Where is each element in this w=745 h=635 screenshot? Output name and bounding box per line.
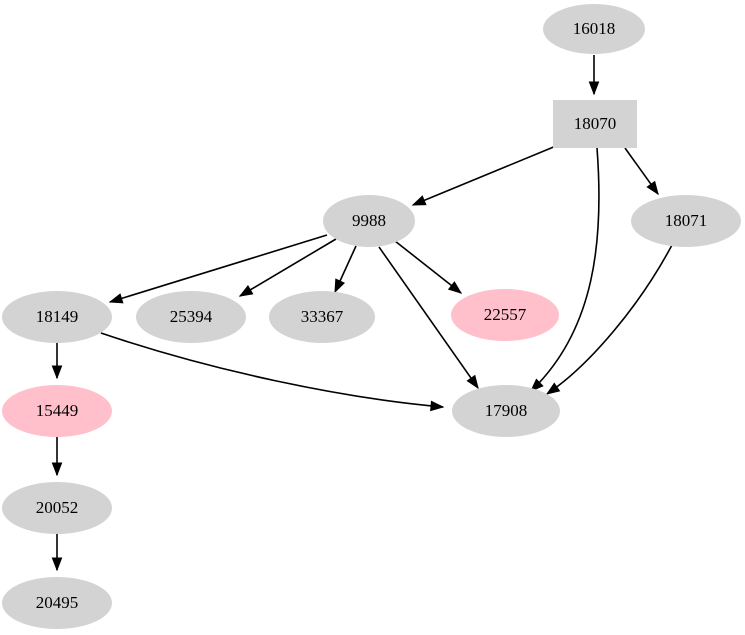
graph-node-33367[interactable]: 33367 <box>269 291 375 343</box>
edge-line <box>530 147 600 392</box>
edge-line <box>109 234 328 303</box>
edge-arrowhead-icon <box>466 374 479 390</box>
node-box-shape[interactable] <box>553 100 637 148</box>
node-ellipse-shape[interactable] <box>269 291 375 343</box>
edge-arrowhead-icon <box>545 382 561 395</box>
node-ellipse-shape[interactable] <box>323 195 415 247</box>
edge-line <box>546 244 673 395</box>
graph-edge <box>588 55 600 96</box>
graph-edge <box>624 147 659 196</box>
edge-arrowhead-icon <box>646 180 659 196</box>
edge-line <box>239 238 337 297</box>
graph-edge <box>394 240 463 294</box>
edge-arrowhead-icon <box>51 557 63 572</box>
edge-arrowhead-icon <box>411 195 427 206</box>
edge-arrowhead-icon <box>430 400 445 412</box>
graph-node-15449[interactable]: 15449 <box>2 385 112 437</box>
graph-node-20495[interactable]: 20495 <box>2 577 112 629</box>
node-ellipse-shape[interactable] <box>543 4 645 54</box>
graph-edge <box>545 244 673 395</box>
graph-node-18149[interactable]: 18149 <box>2 291 112 343</box>
graph-node-18070[interactable]: 18070 <box>553 100 637 148</box>
node-ellipse-shape[interactable] <box>451 289 559 341</box>
edge-arrowhead-icon <box>334 278 346 294</box>
node-ellipse-shape[interactable] <box>631 195 741 247</box>
graph-edge <box>108 234 328 304</box>
edge-arrowhead-icon <box>447 281 463 294</box>
node-ellipse-shape[interactable] <box>136 291 246 343</box>
edge-arrowhead-icon <box>588 81 600 96</box>
graph-edge <box>411 145 557 206</box>
graph-node-20052[interactable]: 20052 <box>2 482 112 534</box>
graph-node-22557[interactable]: 22557 <box>451 289 559 341</box>
graph-edge <box>51 437 63 477</box>
graph-edge <box>334 245 357 294</box>
edge-line <box>394 240 462 294</box>
node-ellipse-shape[interactable] <box>452 385 560 437</box>
edge-arrowhead-icon <box>108 293 124 304</box>
edge-arrowhead-icon <box>51 462 63 477</box>
graph-node-9988[interactable]: 9988 <box>323 195 415 247</box>
graph-edge <box>238 238 337 297</box>
node-ellipse-shape[interactable] <box>2 482 112 534</box>
node-ellipse-shape[interactable] <box>2 577 112 629</box>
edge-line <box>378 246 479 389</box>
node-ellipse-shape[interactable] <box>2 385 112 437</box>
graph-edge <box>378 246 479 390</box>
graph-edge <box>100 332 445 412</box>
graph-edge <box>51 534 63 572</box>
graph-edge <box>529 147 600 392</box>
edge-line <box>412 145 557 206</box>
edge-arrowhead-icon <box>238 285 254 297</box>
edges-layer <box>51 55 673 572</box>
graph-node-25394[interactable]: 25394 <box>136 291 246 343</box>
graph-edge <box>51 343 63 380</box>
edge-line <box>100 332 444 408</box>
edge-arrowhead-icon <box>51 365 63 380</box>
graph-node-18071[interactable]: 18071 <box>631 195 741 247</box>
nodes-layer: 16018 18070 18071 9988 18149 25394 33367 22557 1… <box>2 4 741 629</box>
node-ellipse-shape[interactable] <box>2 291 112 343</box>
graph-node-16018[interactable]: 16018 <box>543 4 645 54</box>
edge-arrowhead-icon <box>529 378 544 392</box>
graph-node-17908[interactable]: 17908 <box>452 385 560 437</box>
